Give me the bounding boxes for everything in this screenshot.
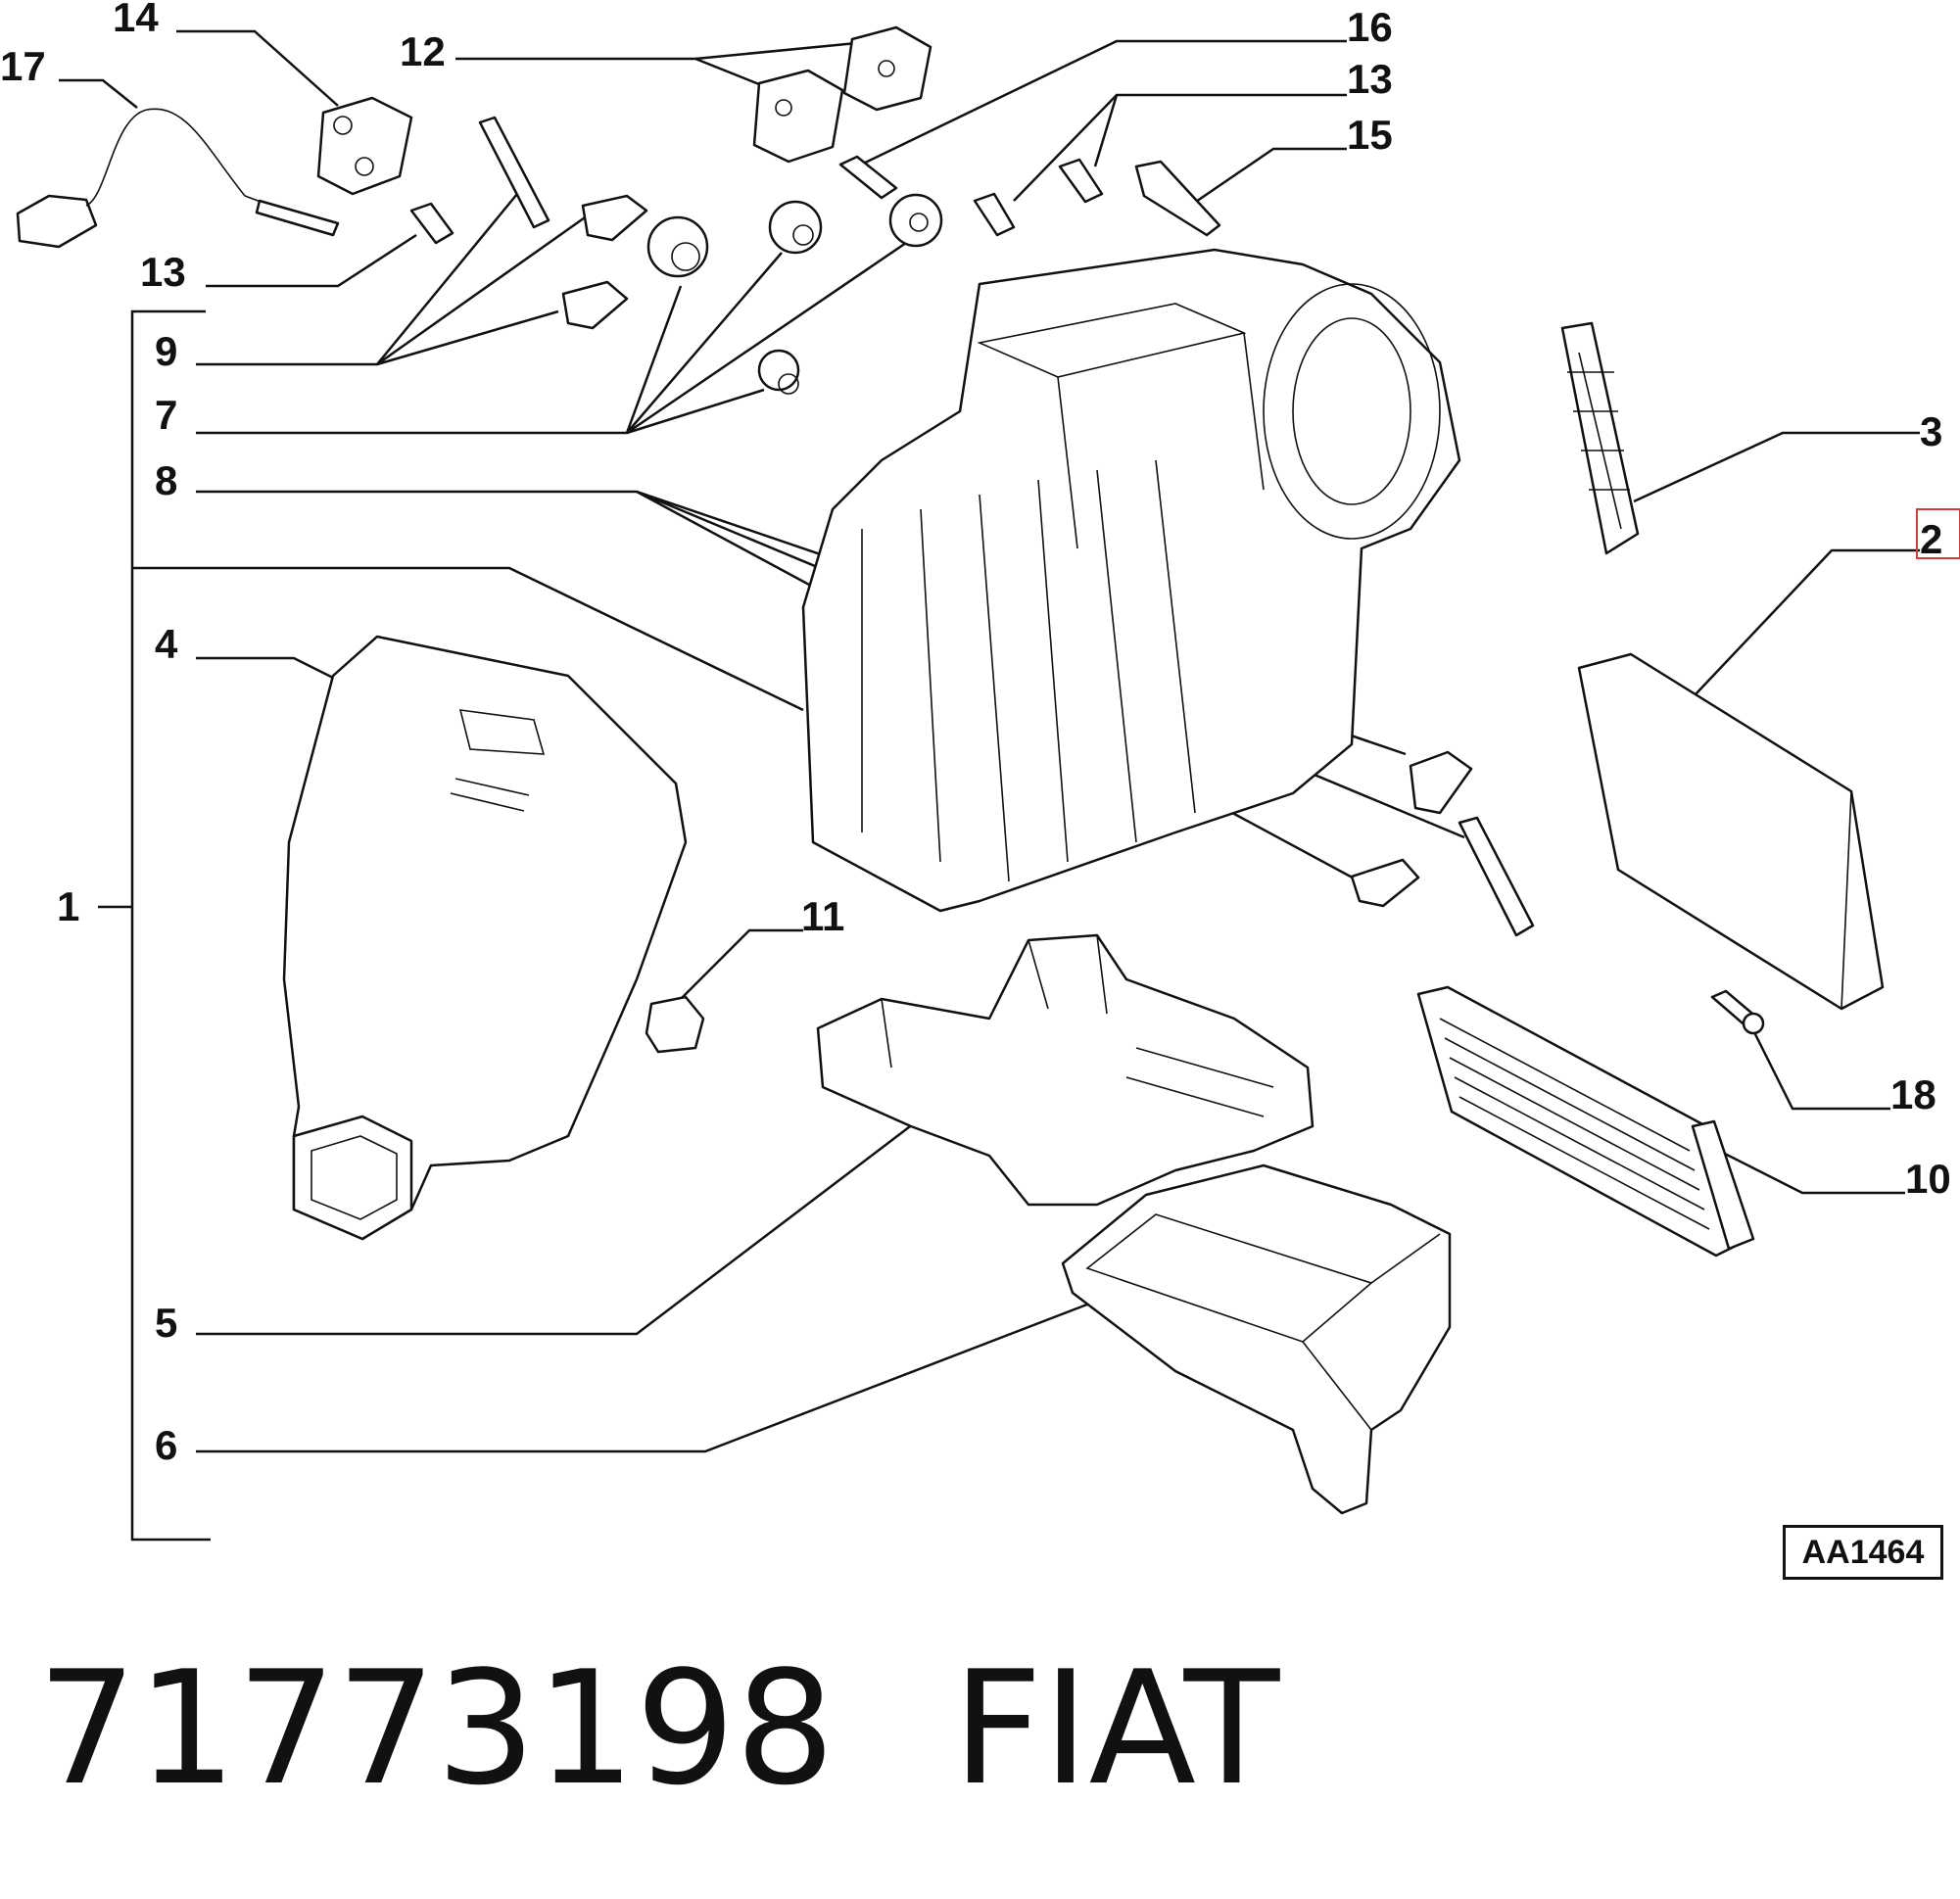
callout-15: 15 xyxy=(1347,112,1393,158)
part-18-screw xyxy=(1710,989,1765,1035)
part-13-pin-left xyxy=(409,202,454,245)
callout-17: 17 xyxy=(0,43,46,89)
part-9-levers xyxy=(561,194,648,330)
part-1-main-housing xyxy=(801,248,1461,913)
leader-3 xyxy=(1633,431,1920,503)
leader-11 xyxy=(670,928,803,1010)
callout-8: 8 xyxy=(155,457,177,503)
callout-5: 5 xyxy=(155,1300,177,1346)
callout-9: 9 xyxy=(155,328,177,374)
callout-7: 7 xyxy=(155,392,177,438)
leader-5 xyxy=(196,1114,927,1336)
callout-10: 10 xyxy=(1905,1156,1951,1202)
leader-2 xyxy=(1694,548,1920,696)
leader-9b xyxy=(376,214,589,366)
part-rod xyxy=(478,116,550,229)
leader-12b xyxy=(694,39,878,61)
callout-6: 6 xyxy=(155,1422,177,1468)
callout-14: 14 xyxy=(113,0,159,40)
callout-12: 12 xyxy=(400,28,446,74)
part-3-grille xyxy=(1560,321,1640,555)
reference-code-box: AA1464 xyxy=(1783,1525,1943,1580)
leader-13b xyxy=(1093,94,1119,167)
part-16-bolt-and-knob xyxy=(838,155,943,248)
brand-name: FIAT xyxy=(952,1637,1280,1820)
part-17-sensor xyxy=(16,108,340,249)
part-2-cabin-filter xyxy=(1577,652,1885,1011)
callout-1: 1 xyxy=(57,883,79,929)
callout-13-top: 13 xyxy=(1347,56,1393,102)
callout-18: 18 xyxy=(1890,1071,1936,1117)
leader-14 xyxy=(176,29,339,107)
part-7-gears xyxy=(646,200,823,395)
leader-15 xyxy=(1189,147,1347,208)
leader-4 xyxy=(196,656,334,680)
part-14-bracket xyxy=(316,96,413,196)
part-10-heater-core xyxy=(1416,985,1755,1258)
leader-7c xyxy=(626,241,907,435)
leader-12a xyxy=(455,57,775,92)
callout-16: 16 xyxy=(1347,4,1393,50)
callout-13-left: 13 xyxy=(140,249,186,295)
callout-3: 3 xyxy=(1920,408,1942,454)
leader-1-housing xyxy=(132,566,804,712)
leader-17 xyxy=(59,78,138,109)
leader-18 xyxy=(1751,1029,1890,1111)
leader-6 xyxy=(196,1301,1093,1453)
leader-13-left xyxy=(206,233,417,288)
leader-10 xyxy=(1718,1149,1905,1195)
part-13-pins-right xyxy=(973,158,1104,237)
leader-7d xyxy=(626,388,765,435)
leader-9c xyxy=(376,309,559,366)
leader-7b xyxy=(626,252,783,434)
callout-11: 11 xyxy=(801,893,844,939)
leader-16 xyxy=(856,39,1347,168)
part-6-tray xyxy=(1061,1163,1452,1515)
part-5-lower-duct xyxy=(816,933,1315,1207)
callout-4: 4 xyxy=(155,621,178,667)
part-4-duct xyxy=(282,635,688,1241)
part-8-levers xyxy=(1350,750,1535,937)
callout-2: 2 xyxy=(1920,516,1942,562)
callout-2-highlight xyxy=(1916,508,1960,559)
part-number: 71773198 xyxy=(37,1637,836,1820)
part-15-clip xyxy=(1134,160,1221,237)
leader-1-bracket xyxy=(130,309,211,1542)
leader-lines xyxy=(59,29,1920,1542)
part-12-brackets xyxy=(752,25,932,164)
callout-labels: 1 2 3 4 5 6 7 8 9 10 11 12 13 13 14 15 1… xyxy=(0,0,1951,1468)
part-11-clip xyxy=(645,995,705,1054)
